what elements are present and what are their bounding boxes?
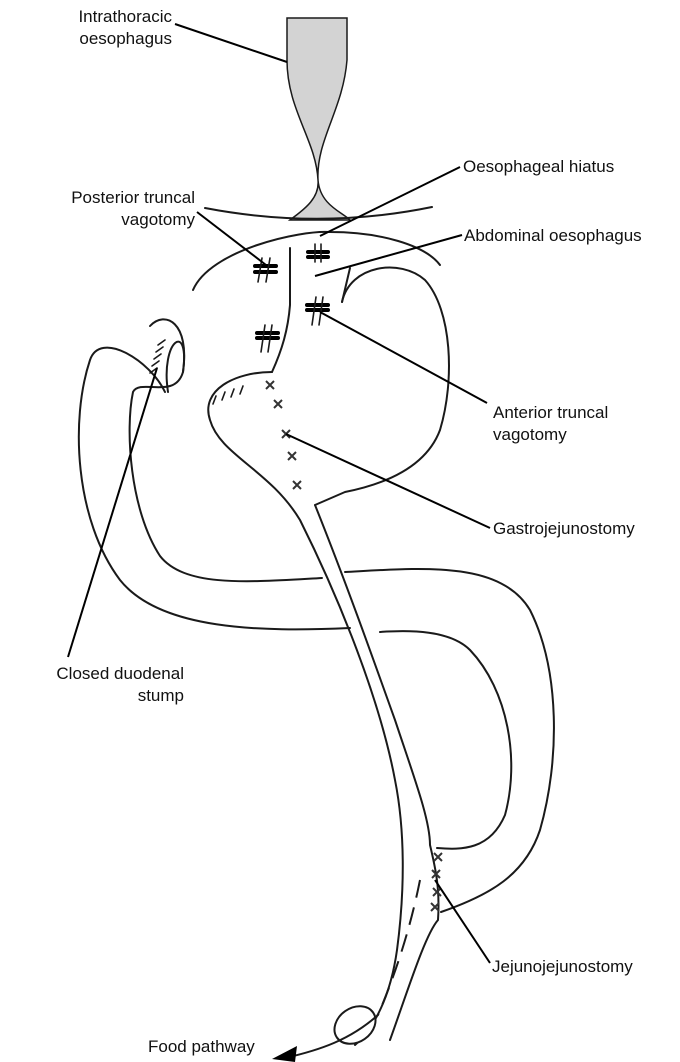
anterior-vagotomy-clip-upper <box>308 244 328 262</box>
duodenal-stump-suture <box>150 340 165 373</box>
label-intrathoracic-oesophagus: Intrathoracic oesophagus <box>30 6 172 50</box>
jejunal-limb-outer-curve <box>345 569 554 912</box>
leader-closed-duodenal-stump <box>68 368 157 657</box>
gastric-remnant <box>315 268 449 505</box>
label-closed-duodenal-stump: Closed duodenal stump <box>4 663 184 707</box>
label-jejunojejunostomy: Jejunojejunostomy <box>492 956 677 978</box>
intrathoracic-oesophagus-shape <box>287 18 350 220</box>
jejunal-limb-left-wall <box>208 372 403 1045</box>
leader-posterior-truncal-vagotomy <box>197 212 266 265</box>
diaphragm-lower-arc <box>193 232 440 290</box>
leader-gastrojejunostomy <box>286 434 490 528</box>
label-food-pathway: Food pathway <box>148 1036 268 1058</box>
leader-abdominal-oesophagus <box>315 235 462 276</box>
jejunal-limb-right-wall <box>315 505 439 1040</box>
label-gastrojejunostomy: Gastrojejunostomy <box>493 518 673 540</box>
label-abdominal-oesophagus: Abdominal oesophagus <box>464 225 678 247</box>
leader-anterior-truncal-vagotomy <box>320 312 487 403</box>
leader-intrathoracic-oesophagus <box>175 24 287 62</box>
posterior-vagotomy-clip <box>255 258 276 282</box>
food-pathway-arrowhead <box>272 1046 297 1062</box>
leader-jejunojejunostomy <box>435 880 490 963</box>
jejunal-limb-opening <box>327 998 383 1051</box>
anterior-vagotomy-clip-lower <box>307 297 328 325</box>
label-oesophageal-hiatus: Oesophageal hiatus <box>463 156 673 178</box>
gastrojejunostomy-sutures <box>266 381 301 489</box>
leader-oesophageal-hiatus <box>320 167 460 236</box>
label-posterior-truncal-vagotomy: Posterior truncal vagotomy <box>10 187 195 231</box>
afferent-limb-inner <box>130 342 322 582</box>
label-anterior-truncal-vagotomy: Anterior truncal vagotomy <box>493 402 673 446</box>
posterior-vagotomy-clip-lower <box>257 325 278 352</box>
food-pathway-dashed-line <box>378 880 420 1015</box>
